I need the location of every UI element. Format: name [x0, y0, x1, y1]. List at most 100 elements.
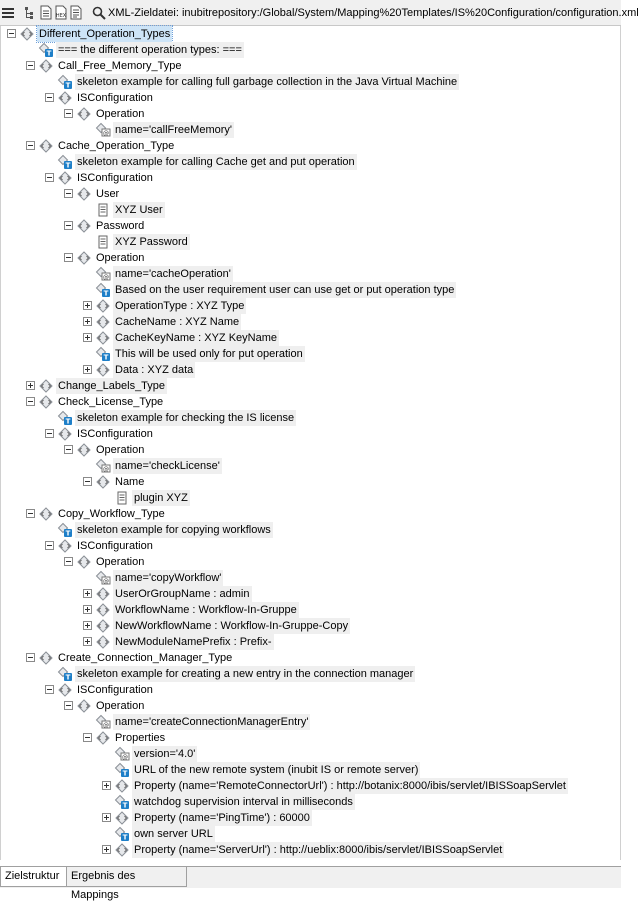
expand-icon[interactable] — [102, 845, 111, 854]
expand-icon[interactable] — [83, 317, 92, 326]
tree-row[interactable]: Operation — [1, 250, 620, 266]
tree-node-label[interactable]: NewWorkflowName : Workflow-In-Gruppe-Cop… — [113, 618, 351, 634]
tree-node-label[interactable]: Properties — [115, 732, 166, 744]
tree-node-label[interactable]: Password — [96, 220, 145, 232]
expand-icon[interactable] — [102, 781, 111, 790]
tree-node-label[interactable]: OperationType : XYZ Type — [113, 298, 247, 314]
tree-row[interactable]: @version='4.0' — [1, 746, 620, 762]
tree-row[interactable]: @name='createConnectionManagerEntry' — [1, 714, 620, 730]
tree-node-label[interactable]: URL of the new remote system (inubit IS … — [132, 762, 421, 778]
tree-node-label[interactable]: skeleton example for copying workflows — [75, 522, 273, 538]
collapse-icon[interactable] — [7, 29, 16, 38]
collapse-icon[interactable] — [45, 685, 54, 694]
tree-node-label[interactable]: User — [96, 188, 120, 200]
tree-node-label[interactable]: === the different operation types: === — [56, 42, 244, 58]
tree-node-label[interactable]: XYZ User — [113, 202, 165, 218]
tree-node-label[interactable]: Different_Operation_Types — [35, 25, 174, 43]
tab-zielstruktur[interactable]: Zielstruktur — [0, 867, 67, 887]
menu-icon[interactable] — [2, 4, 14, 22]
tree-row[interactable]: T=== the different operation types: === — [1, 42, 620, 58]
tree-node-label[interactable]: name='copyWorkflow' — [113, 570, 224, 586]
tree-row[interactable]: NewWorkflowName : Workflow-In-Gruppe-Cop… — [1, 618, 620, 634]
document-icon[interactable] — [40, 4, 52, 22]
tree-node-label[interactable]: XYZ Password — [113, 234, 190, 250]
tree-row[interactable]: Operation — [1, 698, 620, 714]
expand-icon[interactable] — [83, 637, 92, 646]
tree-row[interactable]: plugin XYZ — [1, 490, 620, 506]
tree-node-label[interactable]: ISConfiguration — [77, 540, 153, 552]
tree-node-label[interactable]: watchdog supervision interval in millise… — [132, 794, 355, 810]
tree-node-label[interactable]: CacheName : XYZ Name — [113, 314, 242, 330]
tree-node-label[interactable]: Operation — [96, 108, 145, 120]
tree-node-label[interactable]: Operation — [96, 556, 145, 568]
tree-row[interactable]: Cache_Operation_Type — [1, 138, 620, 154]
tree-node-label[interactable]: Operation — [96, 700, 145, 712]
tree-node-label[interactable]: Data : XYZ data — [113, 362, 196, 378]
tree-row[interactable]: Change_Labels_Type — [1, 378, 620, 394]
tree-node-label[interactable]: ISConfiguration — [77, 684, 153, 696]
hex-icon[interactable]: HEX — [54, 4, 68, 22]
tree-row[interactable]: Property (name='PingTime') : 60000 — [1, 810, 620, 826]
expand-icon[interactable] — [102, 813, 111, 822]
tree-node-label[interactable]: name='createConnectionManagerEntry' — [113, 714, 311, 730]
tree-row[interactable]: @name='callFreeMemory' — [1, 122, 620, 138]
tree-row[interactable]: @name='copyWorkflow' — [1, 570, 620, 586]
tree-node-label[interactable]: Check_License_Type — [58, 396, 164, 408]
tree-node-label[interactable]: Cache_Operation_Type — [58, 140, 175, 152]
tree-node-label[interactable]: Create_Connection_Manager_Type — [58, 652, 233, 664]
collapse-icon[interactable] — [26, 141, 35, 150]
tree-row[interactable]: OperationType : XYZ Type — [1, 298, 620, 314]
tree-row[interactable]: Create_Connection_Manager_Type — [1, 650, 620, 666]
collapse-icon[interactable] — [26, 653, 35, 662]
tree-node-label[interactable]: skeleton example for checking the IS lic… — [75, 410, 297, 426]
tree-row[interactable]: Property (name='ServerUrl') : http://ueb… — [1, 842, 620, 858]
tree-row[interactable]: User — [1, 186, 620, 202]
collapse-icon[interactable] — [45, 173, 54, 182]
tree-row[interactable]: Operation — [1, 106, 620, 122]
tree-node-label[interactable]: Call_Free_Memory_Type — [58, 60, 182, 72]
tab-ergebnis-des-mappings[interactable]: Ergebnis des Mappings — [67, 867, 187, 901]
tree-node-label[interactable]: Property (name='PingTime') : 60000 — [132, 810, 312, 826]
tree-node-label[interactable]: Operation — [96, 444, 145, 456]
expand-icon[interactable] — [83, 589, 92, 598]
tree-node-label[interactable]: skeleton example for calling full garbag… — [75, 74, 460, 90]
tree-row[interactable]: UserOrGroupName : admin — [1, 586, 620, 602]
tree-icon[interactable] — [24, 4, 38, 22]
tree-node-label[interactable]: Property (name='RemoteConnectorUrl') : h… — [132, 778, 568, 794]
tree-node-label[interactable]: Change_Labels_Type — [56, 378, 168, 394]
expand-icon[interactable] — [83, 333, 92, 342]
tree-row[interactable]: CacheKeyName : XYZ KeyName — [1, 330, 620, 346]
tree-row[interactable]: @name='checkLicense' — [1, 458, 620, 474]
tree-node-label[interactable]: Operation — [96, 252, 145, 264]
expand-icon[interactable] — [83, 605, 92, 614]
collapse-icon[interactable] — [83, 477, 92, 486]
tree-row[interactable]: WorkflowName : Workflow-In-Gruppe — [1, 602, 620, 618]
collapse-icon[interactable] — [64, 221, 73, 230]
tree-row[interactable]: ISConfiguration — [1, 538, 620, 554]
tree-row[interactable]: Different_Operation_Types — [1, 25, 620, 43]
collapse-icon[interactable] — [26, 509, 35, 518]
collapse-icon[interactable] — [64, 189, 73, 198]
tree-node-label[interactable]: name='checkLicense' — [113, 458, 222, 474]
search-icon[interactable] — [92, 4, 106, 22]
tree-row[interactable]: Properties — [1, 730, 620, 746]
collapse-icon[interactable] — [45, 541, 54, 550]
tree-row[interactable]: Password — [1, 218, 620, 234]
tree-node-label[interactable]: ISConfiguration — [77, 92, 153, 104]
collapse-icon[interactable] — [26, 61, 35, 70]
collapse-icon[interactable] — [64, 557, 73, 566]
tree-row[interactable]: ISConfiguration — [1, 426, 620, 442]
collapse-icon[interactable] — [26, 397, 35, 406]
collapse-icon[interactable] — [83, 733, 92, 742]
tree-node-label[interactable]: Name — [115, 476, 145, 488]
tree-node-label[interactable]: Property (name='ServerUrl') : http://ueb… — [132, 842, 505, 858]
